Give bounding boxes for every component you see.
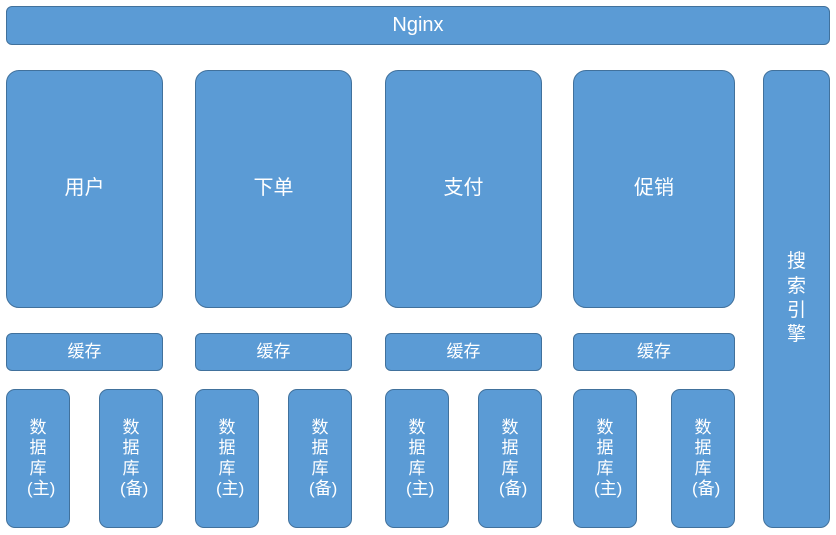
cache-node-user[interactable]: 缓存: [6, 333, 163, 371]
cache-node-order[interactable]: 缓存: [195, 333, 352, 371]
cache-node-payment[interactable]: 缓存: [385, 333, 542, 371]
database-node-user-standby[interactable]: 数据库(备): [99, 389, 163, 528]
database-node-promotion-primary[interactable]: 数据库(主): [573, 389, 637, 528]
nginx-gateway-node[interactable]: Nginx: [6, 6, 830, 45]
database-node-payment-standby[interactable]: 数据库(备): [478, 389, 542, 528]
database-node-payment-primary[interactable]: 数据库(主): [385, 389, 449, 528]
database-label: 数据库(主): [405, 417, 435, 498]
database-label: 数据库(主): [26, 417, 56, 498]
database-label: 数据库(主): [593, 417, 623, 498]
search-engine-node[interactable]: 搜索引擎: [763, 70, 830, 528]
database-node-promotion-standby[interactable]: 数据库(备): [671, 389, 735, 528]
database-label: 数据库(备): [691, 417, 721, 498]
database-node-order-standby[interactable]: 数据库(备): [288, 389, 352, 528]
database-node-user-primary[interactable]: 数据库(主): [6, 389, 70, 528]
database-node-order-primary[interactable]: 数据库(主): [195, 389, 259, 528]
database-label: 数据库(备): [308, 417, 338, 498]
service-node-promotion[interactable]: 促销: [573, 70, 735, 308]
database-label: 数据库(备): [119, 417, 149, 498]
service-node-order[interactable]: 下单: [195, 70, 352, 308]
cache-node-promotion[interactable]: 缓存: [573, 333, 735, 371]
database-label: 数据库(备): [498, 417, 528, 498]
database-label: 数据库(主): [215, 417, 245, 498]
search-engine-label: 搜索引擎: [786, 251, 806, 346]
service-node-payment[interactable]: 支付: [385, 70, 542, 308]
service-node-user[interactable]: 用户: [6, 70, 163, 308]
